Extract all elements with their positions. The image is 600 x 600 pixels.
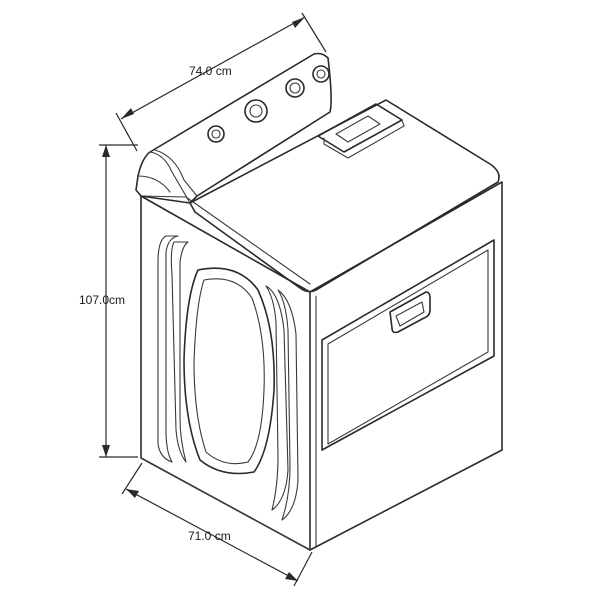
bottom-edge (140, 457, 311, 551)
door-handle-grip (395, 301, 425, 327)
width-dimension: 74.0 cm (115, 12, 327, 152)
control-knob-icon[interactable] (207, 125, 225, 143)
width-arrow-left (121, 108, 134, 119)
side-groove-left-inner (170, 241, 189, 463)
depth-extension-left (121, 462, 143, 495)
knob-4-center (316, 69, 326, 79)
side-groove-left-outer (157, 235, 179, 463)
depth-arrow-left (126, 489, 139, 498)
knob-3[interactable] (285, 78, 305, 98)
width-dimension-line (120, 16, 306, 120)
knob-4[interactable] (312, 65, 330, 83)
height-dimension: 107.0cm (79, 144, 138, 458)
width-label: 74.0 cm (189, 64, 232, 78)
knob-1[interactable] (207, 125, 225, 143)
front-door-outer[interactable] (321, 239, 495, 451)
console-end-cap (149, 151, 191, 204)
knob-2-center (249, 104, 263, 118)
knob-1-center (211, 129, 221, 139)
control-knob-icon[interactable] (285, 78, 305, 98)
height-label: 107.0cm (79, 293, 125, 307)
side-decoration (157, 235, 299, 521)
lint-filter[interactable] (317, 103, 405, 159)
front-door[interactable] (321, 239, 495, 451)
depth-dimension-line (125, 488, 299, 582)
side-groove-right-inner (265, 285, 289, 511)
side-window-inner (193, 278, 265, 465)
control-console (135, 52, 332, 204)
top-corner-edge (299, 287, 311, 293)
depth-arrow-right (285, 572, 298, 581)
width-arrow-right (292, 17, 305, 28)
lint-filter-inner (335, 115, 381, 143)
height-arrow-bottom (102, 445, 110, 457)
depth-label: 71.0 cm (188, 529, 231, 543)
control-knob-icon[interactable] (312, 65, 330, 83)
top-side-edge (140, 195, 187, 198)
side-groove-right-outer (277, 289, 299, 521)
side-window-outer (183, 267, 275, 475)
front-door-inner (327, 249, 489, 445)
width-extension-right (301, 12, 327, 53)
knob-3-center (289, 82, 301, 94)
knob-2[interactable] (244, 99, 268, 123)
depth-extension-right (293, 551, 313, 587)
top-bevel-line (185, 196, 311, 285)
console-bevel (154, 149, 198, 197)
depth-dimension: 71.0 cm (121, 462, 313, 587)
height-arrow-top (102, 145, 110, 157)
door-handle[interactable] (389, 291, 431, 334)
console-base-curve (137, 175, 171, 193)
drawer-handle-icon[interactable] (389, 291, 431, 334)
control-knob-icon[interactable] (244, 99, 268, 123)
dryer-body (135, 52, 503, 551)
lint-filter-lip (323, 119, 405, 159)
